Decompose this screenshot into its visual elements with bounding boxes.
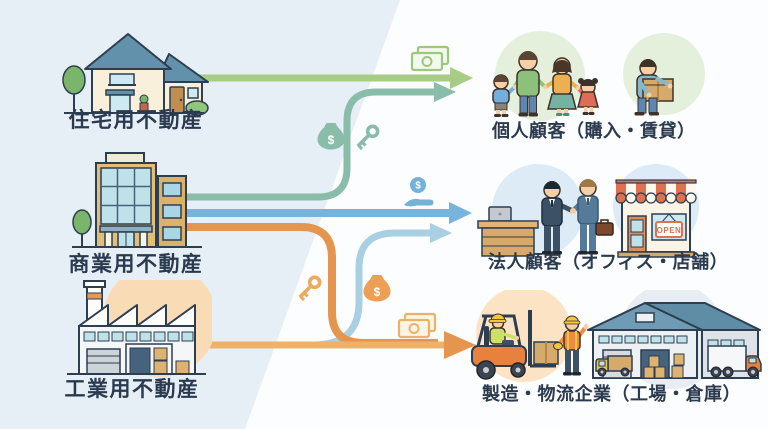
label-logistics-companies: 製造・物流企業（工場・倉庫） (482, 384, 741, 404)
house-roof (84, 33, 172, 70)
banknote-icon (397, 312, 437, 339)
family-father (512, 51, 546, 117)
residential-illustration (62, 33, 209, 116)
glass-facade (100, 167, 152, 225)
family-girl (576, 78, 599, 115)
label-corporate-customers: 法人顧客（オフィス・店舗） (488, 252, 729, 272)
label-industrial: 工業用不動産 (64, 378, 200, 401)
tree (72, 209, 92, 235)
coin-currency: $ (415, 181, 421, 192)
arrow-residential-to-individual (178, 67, 473, 89)
businessman-navy (541, 181, 575, 255)
money-bag-currency: $ (328, 133, 335, 147)
bay-door (86, 348, 121, 375)
commercial-illustration (72, 152, 202, 248)
forklift (471, 310, 559, 380)
label-commercial: 商業用不動産 (68, 253, 204, 276)
accent-circle (623, 33, 705, 115)
money-bag-icon: $ (317, 123, 345, 150)
handshake (570, 208, 576, 214)
safety-vest (563, 330, 581, 351)
open-sign-text: OPEN (657, 226, 682, 235)
label-residential: 住宅用不動産 (68, 109, 204, 132)
briefcase (595, 222, 614, 236)
industrial-illustration (67, 280, 212, 377)
box-truck (707, 345, 762, 378)
open-sign (655, 221, 683, 238)
arrow-commercial-to-corporate (180, 202, 472, 224)
individual-illustration (492, 31, 705, 121)
money-bag-currency: $ (374, 285, 381, 299)
logistics-illustration (471, 290, 762, 389)
storefront: OPEN (615, 179, 697, 258)
arrow-industrial-to-logistics (176, 331, 476, 359)
corporate-illustration: OPEN (477, 164, 699, 258)
loading-door (129, 347, 151, 375)
small-truck (595, 355, 633, 377)
arrow-commercial-to-logistics (180, 223, 438, 347)
money-bag-icon: $ (363, 275, 391, 302)
office-desk (477, 206, 539, 257)
tree (62, 65, 86, 95)
mover-person (634, 59, 674, 116)
warehouse-worker (553, 315, 589, 376)
family-mother (542, 57, 580, 116)
arrow-commercial-to-individual (180, 82, 456, 201)
bush (185, 100, 209, 116)
banknote-icon (410, 45, 450, 72)
key-icon (356, 124, 380, 151)
businessman-gray (570, 179, 614, 255)
key-icon (298, 275, 322, 302)
label-individual-customers: 個人顧客（購入・賃貸） (492, 121, 696, 141)
coin-hand-icon: $ (404, 177, 434, 207)
awning (615, 179, 697, 184)
